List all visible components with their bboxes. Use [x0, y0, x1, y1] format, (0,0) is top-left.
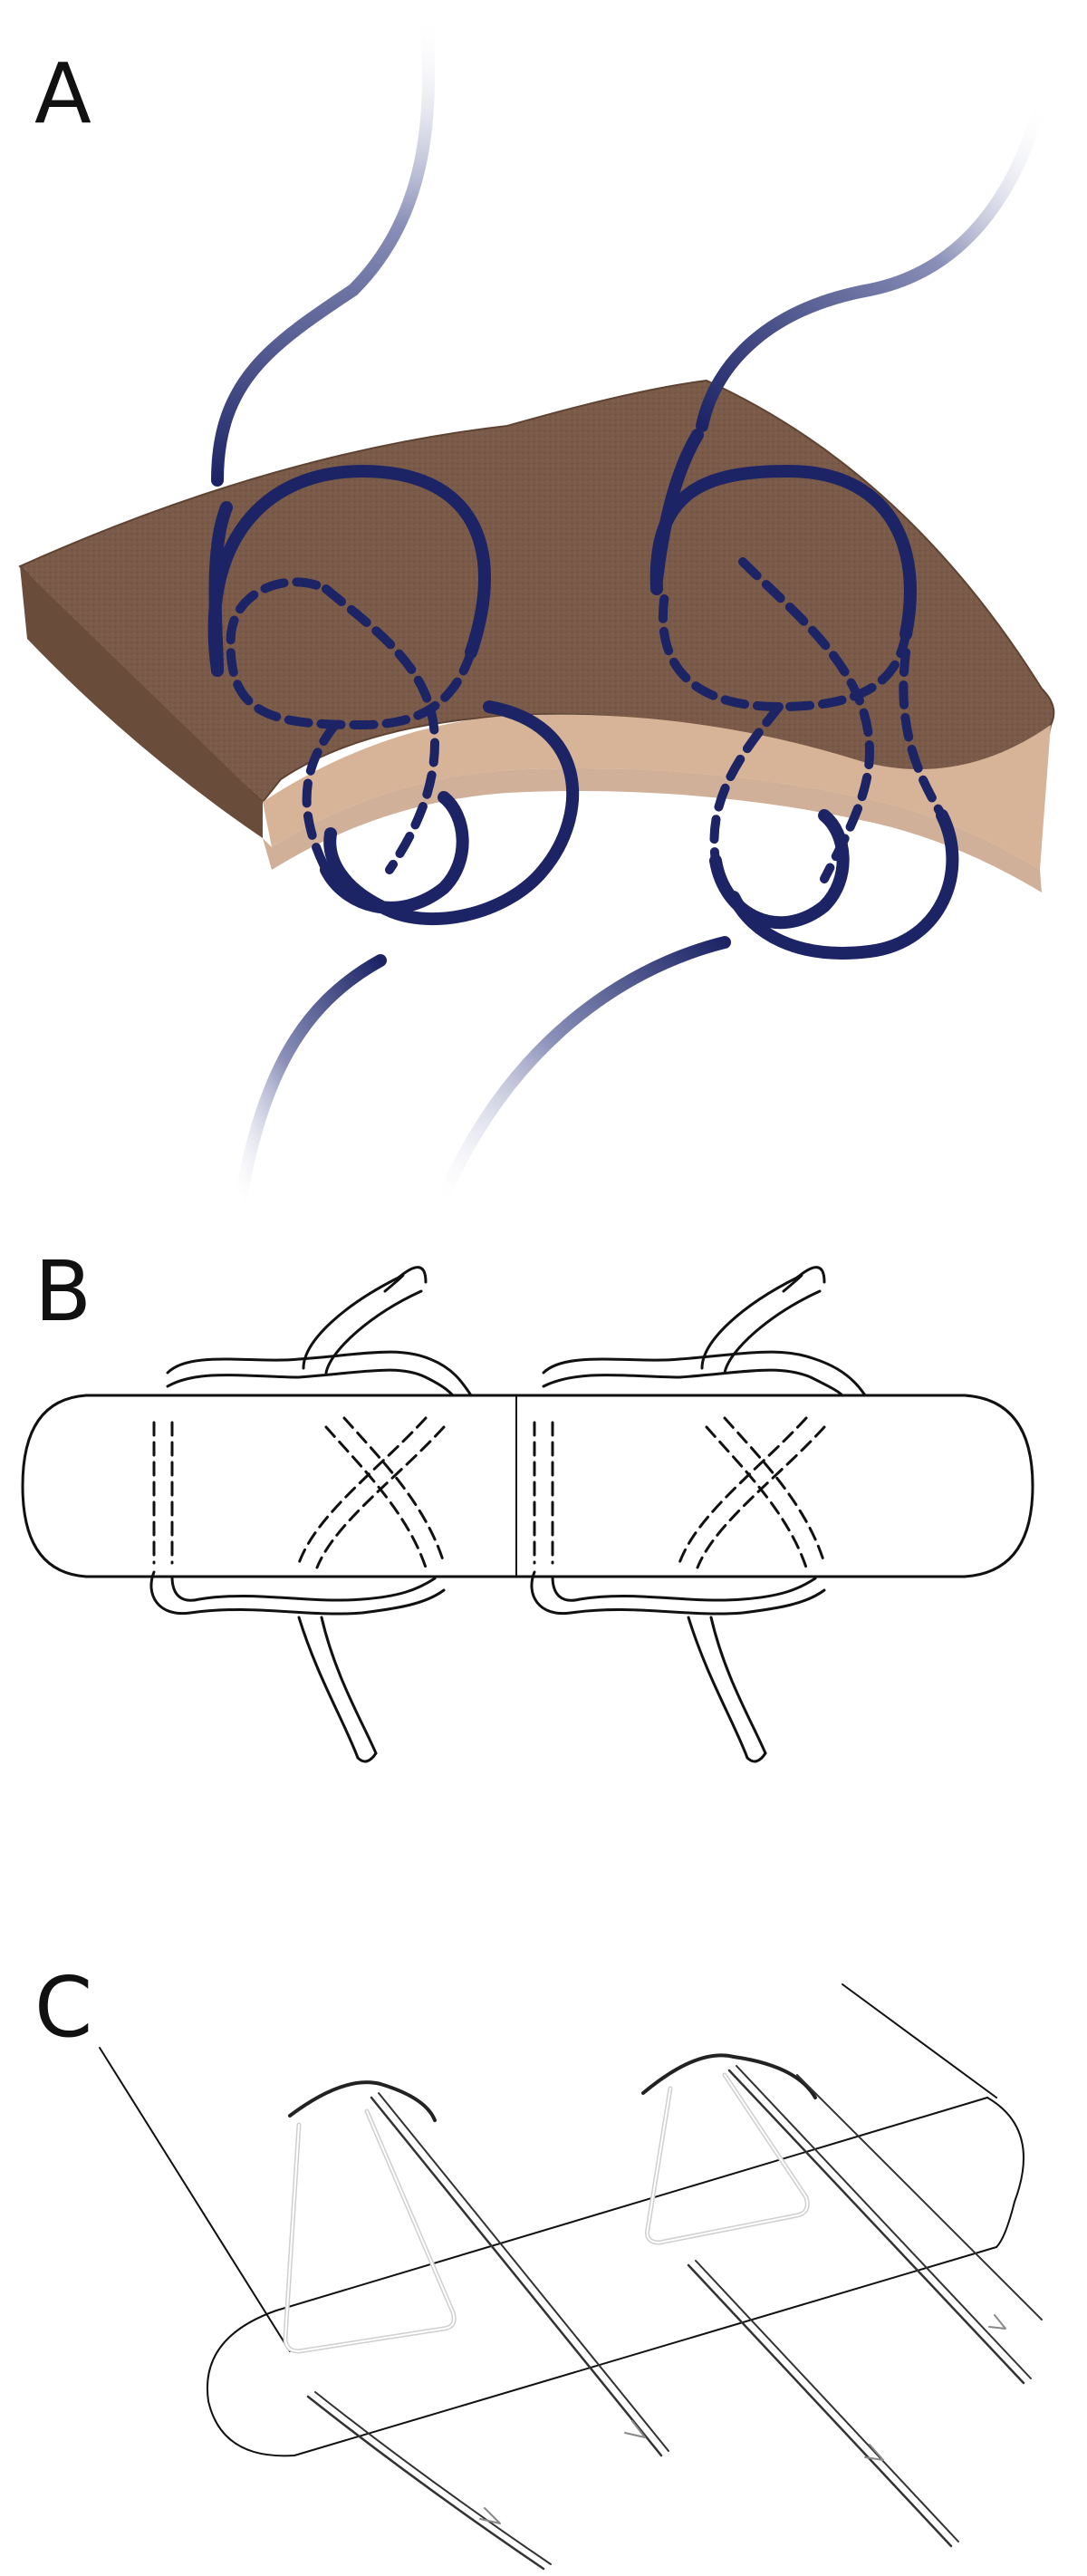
wire-loop-right [641, 2053, 1043, 2548]
cylinder-outline [99, 1983, 1024, 2457]
panel-b: B [0, 1205, 1087, 1803]
panel-a: A [0, 0, 1087, 1205]
suture-left [207, 7, 580, 1205]
panel-label-a: A [34, 45, 91, 142]
tendon-outline [21, 1394, 1034, 1578]
suture-right [438, 93, 1048, 1202]
wire-loop-left [283, 2080, 669, 2571]
cylinder-wire-loops [99, 1983, 1043, 2571]
panel-label-b: B [34, 1243, 92, 1340]
tissue-suture-illustration [18, 7, 1055, 1205]
tendon-suture-line-drawing [21, 1266, 1034, 1763]
stitch-left [149, 1266, 473, 1763]
stitch-right [530, 1266, 867, 1763]
panel-c: C [0, 1903, 1087, 2576]
tissue-block [18, 379, 1055, 892]
panel-label-c: C [34, 1959, 93, 2056]
